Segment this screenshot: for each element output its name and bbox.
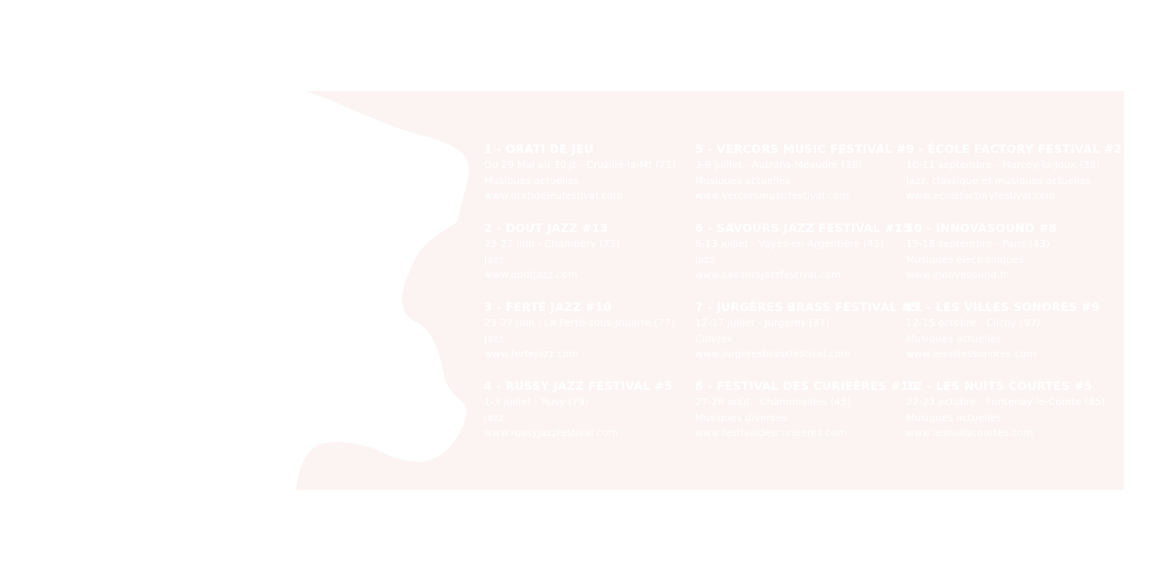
- festival-site: www.doutjazz.com: [484, 270, 578, 281]
- festival-site: www.lesvillessonores.com: [906, 349, 1037, 360]
- festival-entry: 12 - LES NUITS COURTES #5 22-23 octobre …: [906, 378, 1106, 457]
- festival-genre: Cuivres: [695, 333, 733, 345]
- festival-dates: 15-18 septembre - Paris (43): [906, 239, 1050, 250]
- festival-title: 6 - SAVOURS JAZZ FESTIVAL #15: [695, 221, 911, 235]
- festival-entry: 4 - RUSSY JAZZ FESTIVAL #5 1-3 juillet -…: [484, 378, 695, 457]
- festival-title: 2 - DOUT JAZZ #13: [484, 221, 609, 235]
- festival-title: 10 - INNOVASOUND #8: [906, 221, 1057, 235]
- festival-entry: 1 - ORATI DE JEU Du 29 Mai au 30 Jt - Cr…: [484, 141, 695, 220]
- festival-genre: Musiques électroniques: [906, 254, 1024, 266]
- festival-site: www.ecolefactoryfestival.com: [906, 191, 1056, 202]
- festival-title: 8 - FESTIVAL DES CURIEÈRES #10: [695, 379, 918, 393]
- festival-dates: 1-3 juillet - Rusy (79): [484, 397, 589, 408]
- festival-site: www.festivaldescurieeres.com: [695, 428, 847, 439]
- festival-entry: 10 - INNOVASOUND #8 15-18 septembre - Pa…: [906, 220, 1104, 299]
- festival-dates: 23-27 juin - La Ferté-sous-Jouarre (77): [484, 318, 675, 329]
- festival-title: 3 - FERTÉ JAZZ #10: [484, 300, 612, 314]
- festival-site: www.russyjazzfestival.com: [484, 428, 618, 439]
- festival-dates: 27-28 août - Chamonailles (45): [695, 397, 851, 408]
- festival-dates: 3-9 juillet - Autrans-Méaudre (38): [695, 160, 862, 171]
- festival-site: www.vercorsmusicfestival.com: [695, 191, 850, 202]
- festival-dates: 23-27 juin - Chambéry (73): [484, 239, 620, 250]
- festival-entry: 7 - JURGÈRES BRASS FESTIVAL #5 12-17 jui…: [695, 299, 920, 378]
- festival-entry: 6 - SAVOURS JAZZ FESTIVAL #15 6-13 juill…: [695, 220, 911, 299]
- festival-site: www.innovasound.fr: [906, 270, 1008, 281]
- festival-dates: 22-23 octobre - Fontenay-le-Comte (85): [906, 397, 1106, 408]
- festival-dates: Du 29 Mai au 30 Jt - Cruzillé-la-Mt (71): [484, 160, 676, 171]
- festival-site: www.lesnuitscourtes.com: [906, 428, 1034, 439]
- festival-title: 12 - LES NUITS COURTES #5: [906, 379, 1093, 393]
- festival-title: 5 - VERCORS MUSIC FESTIVAL #9: [695, 142, 915, 156]
- festival-site: www.fertejazz.com: [484, 349, 579, 360]
- festival-entry: 2 - DOUT JAZZ #13 23-27 juin - Chambéry …: [484, 220, 695, 299]
- festival-entry: 11 - LES VILLES SONORES #9 12-15 octobre…: [906, 299, 1104, 378]
- festival-genre: Musiques diverses: [695, 412, 788, 424]
- festival-genre: Musiques actuelles: [695, 175, 791, 187]
- festival-entry: 3 - FERTÉ JAZZ #10 23-27 juin - La Ferté…: [484, 299, 695, 378]
- festival-genre: Jazz: [695, 254, 715, 266]
- festival-entry: 8 - FESTIVAL DES CURIEÈRES #10 27-28 aoû…: [695, 378, 918, 457]
- festival-title: 4 - RUSSY JAZZ FESTIVAL #5: [484, 379, 673, 393]
- festival-title: 1 - ORATI DE JEU: [484, 142, 594, 156]
- festival-dates: 10-11 septembre - Marcey-la-Joux (38): [906, 160, 1100, 171]
- festival-dates: 6-13 juillet - Vayes-en-Argentière (43): [695, 239, 884, 250]
- festival-site: www.oratidejeufestival.com: [484, 191, 623, 202]
- festival-dates: 12-17 juillet - Jurgères (37): [695, 318, 830, 329]
- festival-site: www.jurgeresbrassfestival.com: [695, 349, 851, 360]
- festival-entry: 5 - VERCORS MUSIC FESTIVAL #9 3-9 juille…: [695, 141, 915, 220]
- festival-genre: Jazz: [484, 412, 504, 424]
- festival-entry: 9 - ÉCOLE FACTORY FESTIVAL #2 10-11 sept…: [906, 141, 1123, 220]
- festival-genre: Jazz: [484, 333, 504, 345]
- festival-title: 11 - LES VILLES SONORES #9: [906, 300, 1100, 314]
- festival-genre: Jazz, classique et musiques actuelles: [906, 175, 1092, 187]
- festival-genre: Musiques actuelles: [906, 412, 1002, 424]
- festival-title: 9 - ÉCOLE FACTORY FESTIVAL #2: [906, 142, 1123, 156]
- festival-title: 7 - JURGÈRES BRASS FESTIVAL #5: [695, 300, 920, 314]
- festival-list: 1 - ORATI DE JEU Du 29 Mai au 30 Jt - Cr…: [484, 141, 1123, 457]
- festival-genre: Musiques actuelles: [906, 333, 1002, 345]
- festival-dates: 12-15 octobre - Clichy (92): [906, 318, 1041, 329]
- festival-site: www.savoursjazzfestival.com: [695, 270, 842, 281]
- musician-silhouette-icon: [296, 91, 469, 490]
- festival-genre: Jazz: [484, 254, 504, 266]
- festival-genre: Musiques actuelles: [484, 175, 580, 187]
